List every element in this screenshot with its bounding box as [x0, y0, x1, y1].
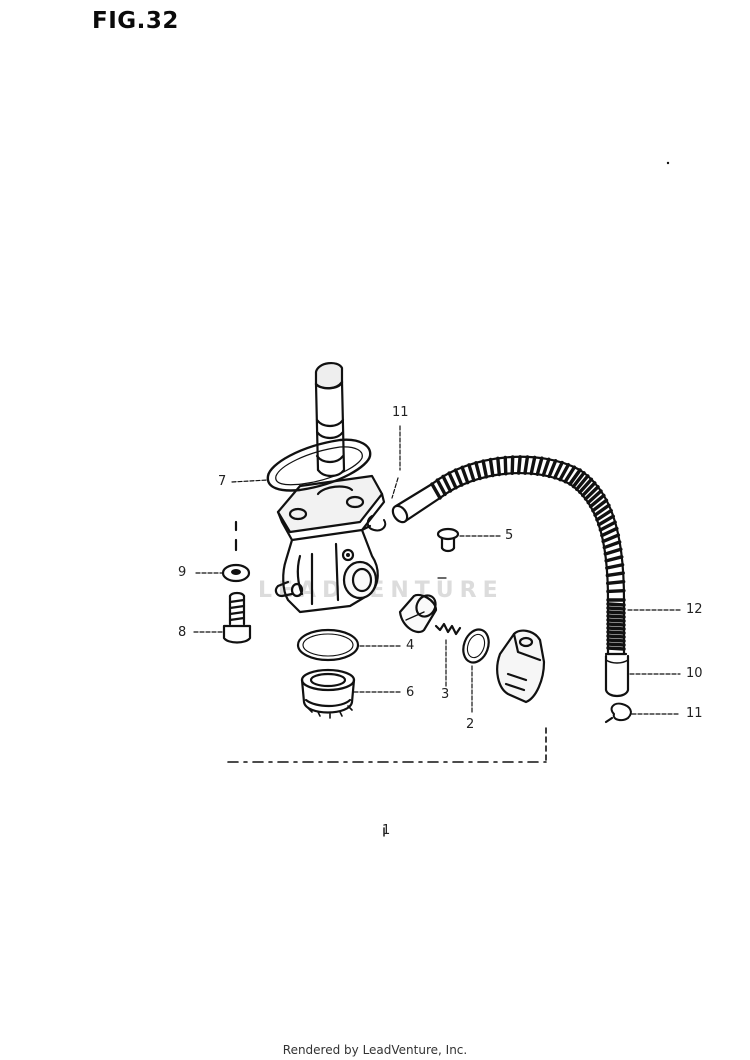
spring-coil	[460, 465, 470, 485]
fuel-cock-body	[274, 362, 386, 614]
spring-coil	[575, 474, 590, 492]
spring-coil	[602, 540, 622, 550]
spring-coil	[563, 465, 577, 484]
callout-6: 6	[406, 685, 415, 700]
stray-dot	[666, 161, 670, 165]
spring-coil	[435, 478, 447, 497]
spring-coil	[606, 634, 626, 639]
bowl-o-ring	[296, 628, 360, 662]
spring-coil	[606, 614, 626, 619]
spring-coil	[606, 618, 626, 623]
spring-coil	[529, 455, 537, 476]
spring-coil	[474, 461, 482, 481]
spring-coil	[606, 606, 626, 611]
hose-clip-lower	[604, 702, 632, 724]
spring-coil	[595, 508, 613, 522]
callout-2: 2	[466, 717, 475, 732]
spring-coil	[601, 533, 621, 544]
sediment-cup	[300, 668, 356, 719]
spring-coil	[535, 456, 544, 476]
spring-coil	[496, 456, 501, 477]
spring-coil	[578, 477, 594, 494]
spring-coil	[606, 602, 626, 607]
spring-coil	[603, 547, 623, 556]
valve-plug	[398, 593, 438, 634]
spring-coil	[467, 463, 476, 483]
spring-coil	[488, 457, 495, 478]
callout-1: 1	[382, 823, 391, 838]
spring-coil	[606, 630, 626, 635]
spring-coil	[516, 455, 522, 475]
spring-coil	[503, 455, 508, 476]
spring-coil	[453, 468, 464, 487]
spring-coil	[605, 571, 625, 578]
spring-coil	[606, 638, 626, 643]
spring-coil	[606, 588, 626, 594]
spring-coil	[606, 642, 626, 647]
callout-11-right: 11	[686, 706, 703, 721]
screw	[222, 591, 252, 644]
spring-coil	[481, 459, 489, 479]
spring-coil	[597, 514, 615, 527]
spring-coil	[606, 610, 626, 615]
callout-11-top: 11	[392, 405, 409, 420]
spring-coil	[606, 626, 626, 631]
callout-3: 3	[441, 687, 450, 702]
spring-coil	[541, 457, 551, 477]
valve-spring	[434, 622, 462, 636]
spring-coil	[593, 503, 611, 517]
callout-4: 4	[406, 638, 415, 653]
fuel-hose-end	[391, 482, 442, 524]
spring-coil	[568, 468, 582, 486]
spring-coil	[583, 485, 600, 501]
spring-coil	[430, 482, 442, 500]
spring-coil	[588, 493, 606, 509]
spring-coil	[600, 526, 619, 538]
callout-7: 7	[218, 474, 227, 489]
footer-credit: Rendered by LeadVenture, Inc.	[282, 1043, 468, 1057]
spring-coil	[591, 498, 609, 513]
callout-12: 12	[686, 602, 703, 617]
hose-clip-upper	[360, 515, 387, 532]
callout-5: 5	[505, 528, 514, 543]
spring-coil	[586, 489, 603, 505]
assembly-bracket	[227, 727, 547, 837]
callout-10: 10	[686, 666, 703, 681]
callout-8: 8	[178, 625, 187, 640]
spring-coil	[604, 555, 624, 563]
washer	[221, 520, 251, 583]
spring-coil	[547, 459, 558, 479]
spring-coil	[605, 563, 625, 570]
spring-coil	[558, 462, 571, 482]
spring-coil	[523, 455, 530, 475]
spring-coil	[447, 471, 458, 490]
callout-9: 9	[178, 565, 187, 580]
lever-screw	[436, 527, 460, 553]
flange-o-ring	[266, 438, 372, 492]
spring-coil	[553, 460, 564, 480]
spring-coil	[606, 579, 626, 585]
spring-coil	[581, 481, 597, 498]
valve-lever	[496, 629, 546, 704]
valve-gasket	[462, 628, 490, 664]
protector-spring	[430, 455, 628, 656]
spring-coil	[571, 471, 586, 489]
leader-lines	[193, 425, 681, 715]
spring-coil	[606, 622, 626, 627]
spring-coil	[441, 474, 453, 493]
fuel-hose-lower	[604, 654, 630, 698]
figure-label: FIG.32	[92, 8, 179, 34]
spring-coil	[606, 646, 626, 651]
spring-coil	[598, 520, 617, 532]
